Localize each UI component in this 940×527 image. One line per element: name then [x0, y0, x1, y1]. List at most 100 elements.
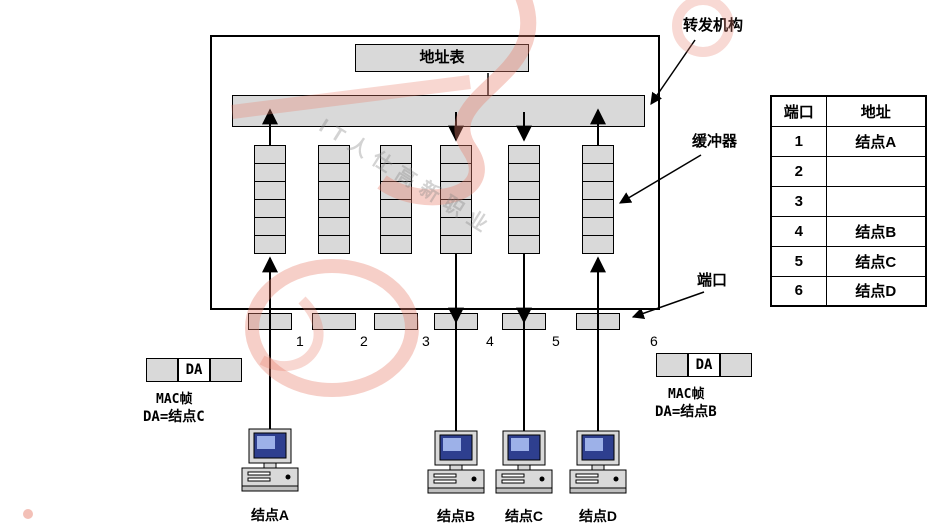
- col-header-address: 地址: [825, 95, 927, 127]
- port-box-1: [248, 313, 292, 330]
- mac-frame-da-field: DA: [688, 353, 720, 377]
- buffer-cell: [440, 235, 472, 254]
- buffer-cell: [380, 145, 412, 164]
- buffer-cell: [508, 217, 540, 236]
- buffer-cell: [380, 181, 412, 200]
- col-header-port: 端口: [770, 95, 827, 127]
- mac-frame-cell: [656, 353, 688, 377]
- node-label-a: 结点A: [250, 507, 290, 523]
- port-number-1: 1: [296, 333, 304, 349]
- port-label: 端口: [697, 272, 728, 289]
- buffer-column-5: [508, 145, 540, 254]
- buffer-cell: [508, 145, 540, 164]
- table-row: 3: [770, 185, 927, 217]
- buffer-cell: [440, 217, 472, 236]
- port-number-2: 2: [360, 333, 368, 349]
- buffer-cell: [380, 163, 412, 182]
- port-cell: 1: [770, 125, 827, 157]
- address-table-box: 地址表: [355, 44, 529, 72]
- buffer-cell: [318, 181, 350, 200]
- buffer-cell: [254, 181, 286, 200]
- buffer-cell: [582, 235, 614, 254]
- buffer-cell: [508, 199, 540, 218]
- node-label-c: 结点C: [504, 508, 544, 524]
- address-cell: 结点C: [825, 245, 927, 277]
- port-number-5: 5: [552, 333, 560, 349]
- port-box-6: [576, 313, 620, 330]
- port-address-table: 端口 地址 1 结点A 2 3 4 结点B 5 结点C 6 结点D: [770, 95, 927, 307]
- buffer-cell: [380, 199, 412, 218]
- buffer-cell: [582, 145, 614, 164]
- forwarding-bar: [232, 95, 645, 127]
- address-cell: 结点A: [825, 125, 927, 157]
- port-cell: 2: [770, 155, 827, 187]
- address-table-label: 地址表: [419, 49, 465, 66]
- table-row: 1 结点A: [770, 125, 927, 157]
- port-box-4: [434, 313, 478, 330]
- mac-frame-destination: DA=结点C: [143, 409, 205, 425]
- buffer-cell: [380, 235, 412, 254]
- buffer-cell: [508, 235, 540, 254]
- buffer-cell: [582, 163, 614, 182]
- port-cell: 6: [770, 275, 827, 307]
- mac-frame-caption: MAC帧: [156, 392, 193, 407]
- mac-frame-caption: MAC帧: [668, 387, 705, 402]
- port-box-2: [312, 313, 356, 330]
- buffer-cell: [440, 199, 472, 218]
- buffer-cell: [254, 235, 286, 254]
- buffer-cell: [318, 145, 350, 164]
- port-cell: 3: [770, 185, 827, 217]
- port-cell: 5: [770, 245, 827, 277]
- buffer-cell: [582, 199, 614, 218]
- port-number-3: 3: [422, 333, 430, 349]
- buffer-cell: [582, 181, 614, 200]
- buffer-cell: [318, 235, 350, 254]
- computer-icon-node-d: [569, 430, 627, 494]
- mac-frame-cell: [210, 358, 242, 382]
- buffer-cell: [440, 163, 472, 182]
- port-box-3: [374, 313, 418, 330]
- port-number-6: 6: [650, 333, 658, 349]
- buffer-cell: [254, 217, 286, 236]
- buffer-column-4: [440, 145, 472, 254]
- mac-frame-cell: [146, 358, 178, 382]
- port-cell: 4: [770, 215, 827, 247]
- table-header-row: 端口 地址: [770, 95, 927, 127]
- buffer-cell: [254, 145, 286, 164]
- node-label-d: 结点D: [578, 508, 618, 524]
- computer-icon-node-a: [241, 428, 299, 492]
- buffer-column-6: [582, 145, 614, 254]
- mac-frame-da-field: DA: [178, 358, 210, 382]
- buffer-cell: [318, 199, 350, 218]
- port-number-4: 4: [486, 333, 494, 349]
- computer-icon-node-c: [495, 430, 553, 494]
- buffer-cell: [440, 145, 472, 164]
- address-cell: [825, 185, 927, 217]
- address-cell: 结点B: [825, 215, 927, 247]
- buffer-cell: [254, 199, 286, 218]
- table-row: 2: [770, 155, 927, 187]
- buffer-cell: [508, 163, 540, 182]
- buffer-column-2: [318, 145, 350, 254]
- buffer-cell: [254, 163, 286, 182]
- table-row: 5 结点C: [770, 245, 927, 277]
- buffer-label: 缓冲器: [692, 133, 738, 150]
- mac-frame-cell: [720, 353, 752, 377]
- buffer-cell: [318, 163, 350, 182]
- address-cell: 结点D: [825, 275, 927, 307]
- address-cell: [825, 155, 927, 187]
- buffer-cell: [508, 181, 540, 200]
- table-row: 4 结点B: [770, 215, 927, 247]
- node-label-b: 结点B: [436, 508, 476, 524]
- forwarding-label: 转发机构: [683, 17, 744, 34]
- buffer-cell: [582, 217, 614, 236]
- mac-frame-destination: DA=结点B: [655, 404, 717, 420]
- port-box-5: [502, 313, 546, 330]
- computer-icon-node-b: [427, 430, 485, 494]
- table-row: 6 结点D: [770, 275, 927, 307]
- buffer-column-3: [380, 145, 412, 254]
- buffer-cell: [440, 181, 472, 200]
- buffer-cell: [380, 217, 412, 236]
- buffer-column-1: [254, 145, 286, 254]
